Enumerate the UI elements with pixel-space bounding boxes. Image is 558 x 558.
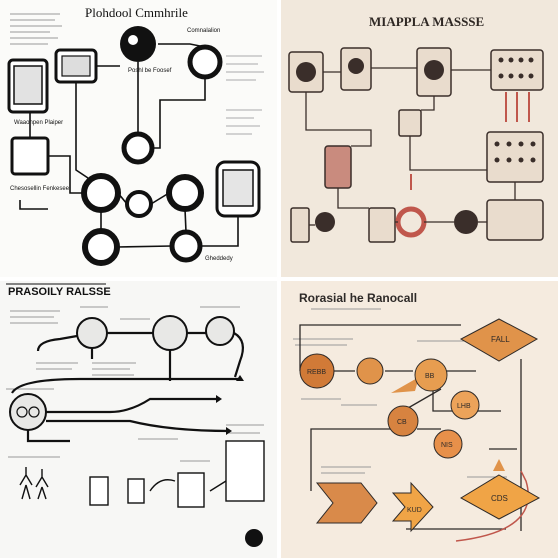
dial-1 <box>296 62 316 82</box>
circle-node-2 <box>356 357 384 385</box>
black-circle-node <box>120 26 156 62</box>
node-mid-label: NIS <box>441 442 453 449</box>
panel-bottom-left-diagram: PRASOILY RALSSE <box>6 283 265 547</box>
diamond-label-top: FALL <box>491 335 510 344</box>
triangle-marker <box>493 459 505 471</box>
diamond-node-bottom <box>460 474 541 520</box>
machine-8 <box>290 207 310 243</box>
panel-bottom-right-diagram: Rorasial he Ranocall <box>293 291 541 542</box>
panel-top-left-diagram: Plohdool Cmmhrile Waaonpen Plaiper Cheso… <box>7 5 264 266</box>
knob-rows <box>494 57 536 163</box>
square-node-left <box>10 136 50 176</box>
ring-nodes <box>81 44 223 266</box>
machine-9 <box>368 207 396 243</box>
dial-4 <box>315 212 335 232</box>
chevron-arrow-left <box>315 482 378 524</box>
panel-top-right-title: MIAPPLA MASSSE <box>369 14 484 29</box>
black-circle-highlight <box>128 35 138 45</box>
panel-bottom-right: Rorasial he Ranocall <box>281 281 558 558</box>
label-left-a: Waaonpen Plaiper <box>14 120 63 126</box>
diamond-label-bottom: CDS <box>491 494 508 503</box>
circle-glyphs <box>16 406 40 418</box>
orange-nodes <box>299 353 480 459</box>
ring-node-6 <box>82 228 120 266</box>
accent-arrows <box>410 92 530 190</box>
process-circle-1 <box>76 317 108 349</box>
arrowheads <box>216 375 244 435</box>
panel-top-right-diagram: MIAPPLA MASSSE <box>288 14 544 243</box>
machine-4 <box>490 49 544 91</box>
panel-top-left: Plohdool Cmmhrile Waaonpen Plaiper Cheso… <box>0 0 277 277</box>
panel-top-left-right-text <box>226 55 264 135</box>
circle-label-3: CB <box>397 419 407 426</box>
process-circle-2 <box>152 315 188 351</box>
scene-box-3 <box>177 472 205 508</box>
circle-label-4: LHB <box>457 403 471 410</box>
red-return-line <box>455 470 529 542</box>
panel-bottom-left-connectors <box>11 331 245 443</box>
bottom-scene <box>89 440 265 508</box>
ring-node-7 <box>169 229 203 263</box>
top-right-label: Comnalalion <box>187 28 220 34</box>
device-screen-top <box>61 55 91 77</box>
ring-node-5 <box>125 190 153 218</box>
arrow-label: KUD <box>407 507 422 514</box>
circle-label-2: BB <box>425 373 435 380</box>
ring-node-2 <box>121 131 155 165</box>
machine-5 <box>398 109 422 137</box>
dial-3 <box>424 60 444 80</box>
scene-box-1 <box>89 476 109 506</box>
scene-building <box>225 440 265 502</box>
panel-top-left-text-block <box>10 13 62 45</box>
dial-2 <box>348 58 364 74</box>
orange-arrow-1 <box>391 377 419 393</box>
machine-7 <box>486 131 544 183</box>
diamond-node-top <box>459 318 539 362</box>
process-circle-3 <box>205 316 235 346</box>
panel-top-right: MIAPPLA MASSSE <box>281 0 558 277</box>
badge-circle <box>245 529 263 547</box>
process-circle-4 <box>9 393 47 431</box>
circle-node-4 <box>387 405 419 437</box>
center-label: Poshl be Foosef <box>128 68 172 74</box>
panel-bottom-left: PRASOILY RALSSE <box>0 281 277 558</box>
panel-top-left-title: Plohdool Cmmhrile <box>85 5 188 20</box>
circle-node-6 <box>433 429 463 459</box>
device-screen-right <box>222 169 254 207</box>
device-screen-left <box>13 65 43 105</box>
machine-6 <box>324 145 352 189</box>
dial-5 <box>454 210 478 234</box>
ring-node-3 <box>81 173 121 213</box>
chevron-arrow-right <box>391 481 434 533</box>
machine-10 <box>486 199 544 241</box>
circle-node-5 <box>450 390 480 420</box>
bottom-right-label: Gheddedy <box>205 256 233 262</box>
dials <box>296 58 478 234</box>
panel-bottom-left-text-lines <box>6 306 264 462</box>
ring-dial-accent <box>395 206 427 238</box>
panel-top-right-connectors <box>305 67 516 226</box>
ring-node-1 <box>187 44 223 80</box>
circle-label-1: REBB <box>307 369 326 376</box>
circle-node-3 <box>414 358 448 392</box>
panel-bottom-right-title: Rorasial he Ranocall <box>299 291 417 305</box>
panel-top-left-connectors <box>19 43 239 248</box>
scene-box-2 <box>127 478 145 504</box>
ring-node-4 <box>166 174 204 212</box>
circle-node-1 <box>299 353 335 389</box>
figures <box>19 467 227 500</box>
panel-bottom-left-title: PRASOILY RALSSE <box>8 286 111 298</box>
label-left-b: Chesosellin Fenkesee <box>10 186 70 192</box>
